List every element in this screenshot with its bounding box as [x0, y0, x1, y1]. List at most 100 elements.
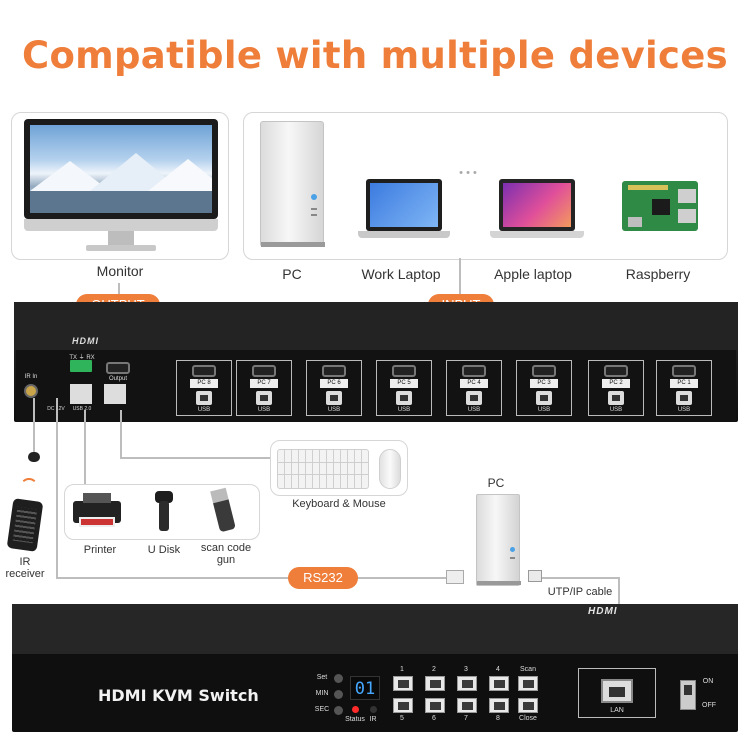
btn-5-label: 5	[400, 715, 404, 722]
front-hdmi-logo: HDMI	[588, 606, 618, 617]
rear-hdmi-logo: HDMI	[72, 336, 99, 346]
pc8-usb-label: USB	[197, 407, 211, 413]
pc4-port-group: PC 4 USB	[446, 360, 502, 416]
ir-remote-icon	[6, 498, 44, 552]
lan-line-horizontal	[540, 577, 620, 579]
scan-button[interactable]	[518, 676, 538, 691]
pc2-select-button[interactable]	[425, 676, 445, 691]
usb-devices-panel	[64, 484, 260, 540]
dc-label: DC 12V	[47, 406, 65, 412]
btn-8-label: 8	[496, 715, 500, 722]
pc2-port-group: PC 2 USB	[588, 360, 644, 416]
pc3-port-group: PC 3 USB	[516, 360, 572, 416]
pc1-select-button[interactable]	[393, 676, 413, 691]
raspberry-pi-icon	[622, 181, 698, 231]
pc5-usb-port	[396, 391, 412, 405]
power-switch[interactable]	[680, 680, 696, 710]
pc1-label: PC 1	[670, 379, 698, 388]
rs232-line-horizontal	[56, 577, 448, 579]
close-button[interactable]	[518, 698, 538, 713]
btn-6-label: 6	[432, 715, 436, 722]
btn-4-label: 4	[496, 666, 500, 673]
pc2-label: PC 2	[602, 379, 630, 388]
usb20-label: USB 2.0	[72, 406, 92, 412]
pc1-hdmi-port	[672, 365, 696, 377]
ir-sensor	[370, 706, 377, 713]
output-hdmi-port	[106, 362, 130, 374]
close-label: Close	[519, 715, 537, 722]
usb-a-ports	[70, 384, 92, 404]
monitor-label: Monitor	[96, 263, 144, 279]
pc8-port-group: PC 8 USB	[176, 360, 232, 416]
pc4-usb-label: USB	[467, 407, 481, 413]
pc7-port-group: PC 7 USB	[236, 360, 292, 416]
kvm-front-unit: HDMI HDMI KVM Switch Set MIN SEC 01 Stat…	[12, 604, 738, 732]
pc6-usb-port	[326, 391, 342, 405]
on-label: ON	[702, 678, 714, 685]
printer-icon	[73, 493, 121, 527]
pc5-select-button[interactable]	[393, 698, 413, 713]
page-title: Compatible with multiple devices	[22, 34, 728, 77]
input-devices-panel: • • •	[243, 112, 728, 260]
pc1-usb-port	[676, 391, 692, 405]
pc1-usb-label: USB	[677, 407, 691, 413]
kvm-rear-unit: HDMI IR In TX ⏚ RX Output USB 2.0 DC 12V…	[14, 302, 738, 422]
pc6-select-button[interactable]	[425, 698, 445, 713]
utp-cable-label: UTP/IP cable	[547, 586, 613, 598]
pc5-usb-label: USB	[397, 407, 411, 413]
usb-a-ports-2	[104, 384, 126, 404]
keyboard-line-horizontal	[120, 457, 272, 459]
keyboard-mouse-label: Keyboard & Mouse	[292, 498, 386, 510]
txrx-label: TX ⏚ RX	[69, 355, 95, 361]
btn-2-label: 2	[432, 666, 436, 673]
pc8-select-button[interactable]	[489, 698, 509, 713]
set-label: Set	[316, 674, 328, 681]
btn-7-label: 7	[464, 715, 468, 722]
pc7-select-button[interactable]	[457, 698, 477, 713]
lan-port-box: LAN	[578, 668, 656, 718]
apple-laptop-label: Apple laptop	[494, 266, 572, 282]
usb-line-vertical	[84, 410, 86, 484]
wifi-signal-icon	[20, 478, 38, 490]
pc7-usb-label: USB	[257, 407, 271, 413]
min-button[interactable]	[334, 690, 343, 699]
work-laptop-icon	[358, 179, 450, 243]
utp-plug-icon	[528, 570, 542, 582]
pc3-label: PC 3	[530, 379, 558, 388]
printer-label: Printer	[83, 544, 117, 556]
scanner-gun-icon	[153, 491, 175, 531]
pc3-usb-port	[536, 391, 552, 405]
pc5-port-group: PC 5 USB	[376, 360, 432, 416]
pc4-select-button[interactable]	[489, 676, 509, 691]
ir-cable-end	[28, 452, 40, 462]
pc7-label: PC 7	[250, 379, 278, 388]
lan-label: LAN	[610, 707, 624, 714]
sec-button[interactable]	[334, 706, 343, 715]
keyboard-line-vertical	[120, 410, 122, 458]
work-laptop-label: Work Laptop	[361, 266, 441, 282]
keyboard-mouse-panel	[270, 440, 408, 496]
pc-tower-icon	[260, 121, 325, 247]
sec-label: SEC	[314, 706, 330, 713]
status-led	[352, 706, 359, 713]
pc2-usb-label: USB	[609, 407, 623, 413]
pc8-hdmi-port	[192, 365, 216, 377]
pc2-usb-port	[608, 391, 624, 405]
pc-right-icon	[476, 494, 521, 586]
pc6-label: PC 6	[320, 379, 348, 388]
lan-port	[601, 679, 633, 703]
btn-3-label: 3	[464, 666, 468, 673]
ir-label: IR	[369, 716, 377, 723]
rs232-terminal	[70, 360, 92, 372]
ir-in-label: IR In	[24, 374, 38, 380]
set-button[interactable]	[334, 674, 343, 683]
pc3-select-button[interactable]	[457, 676, 477, 691]
keyboard-icon	[277, 449, 369, 489]
mouse-icon	[379, 449, 401, 489]
pc3-hdmi-port	[532, 365, 556, 377]
front-product-name: HDMI KVM Switch	[98, 686, 259, 705]
ir-receiver-label: IR receiver	[5, 556, 45, 580]
pc7-hdmi-port	[252, 365, 276, 377]
ir-cable	[33, 398, 35, 454]
rs232-line-vertical	[56, 398, 58, 578]
